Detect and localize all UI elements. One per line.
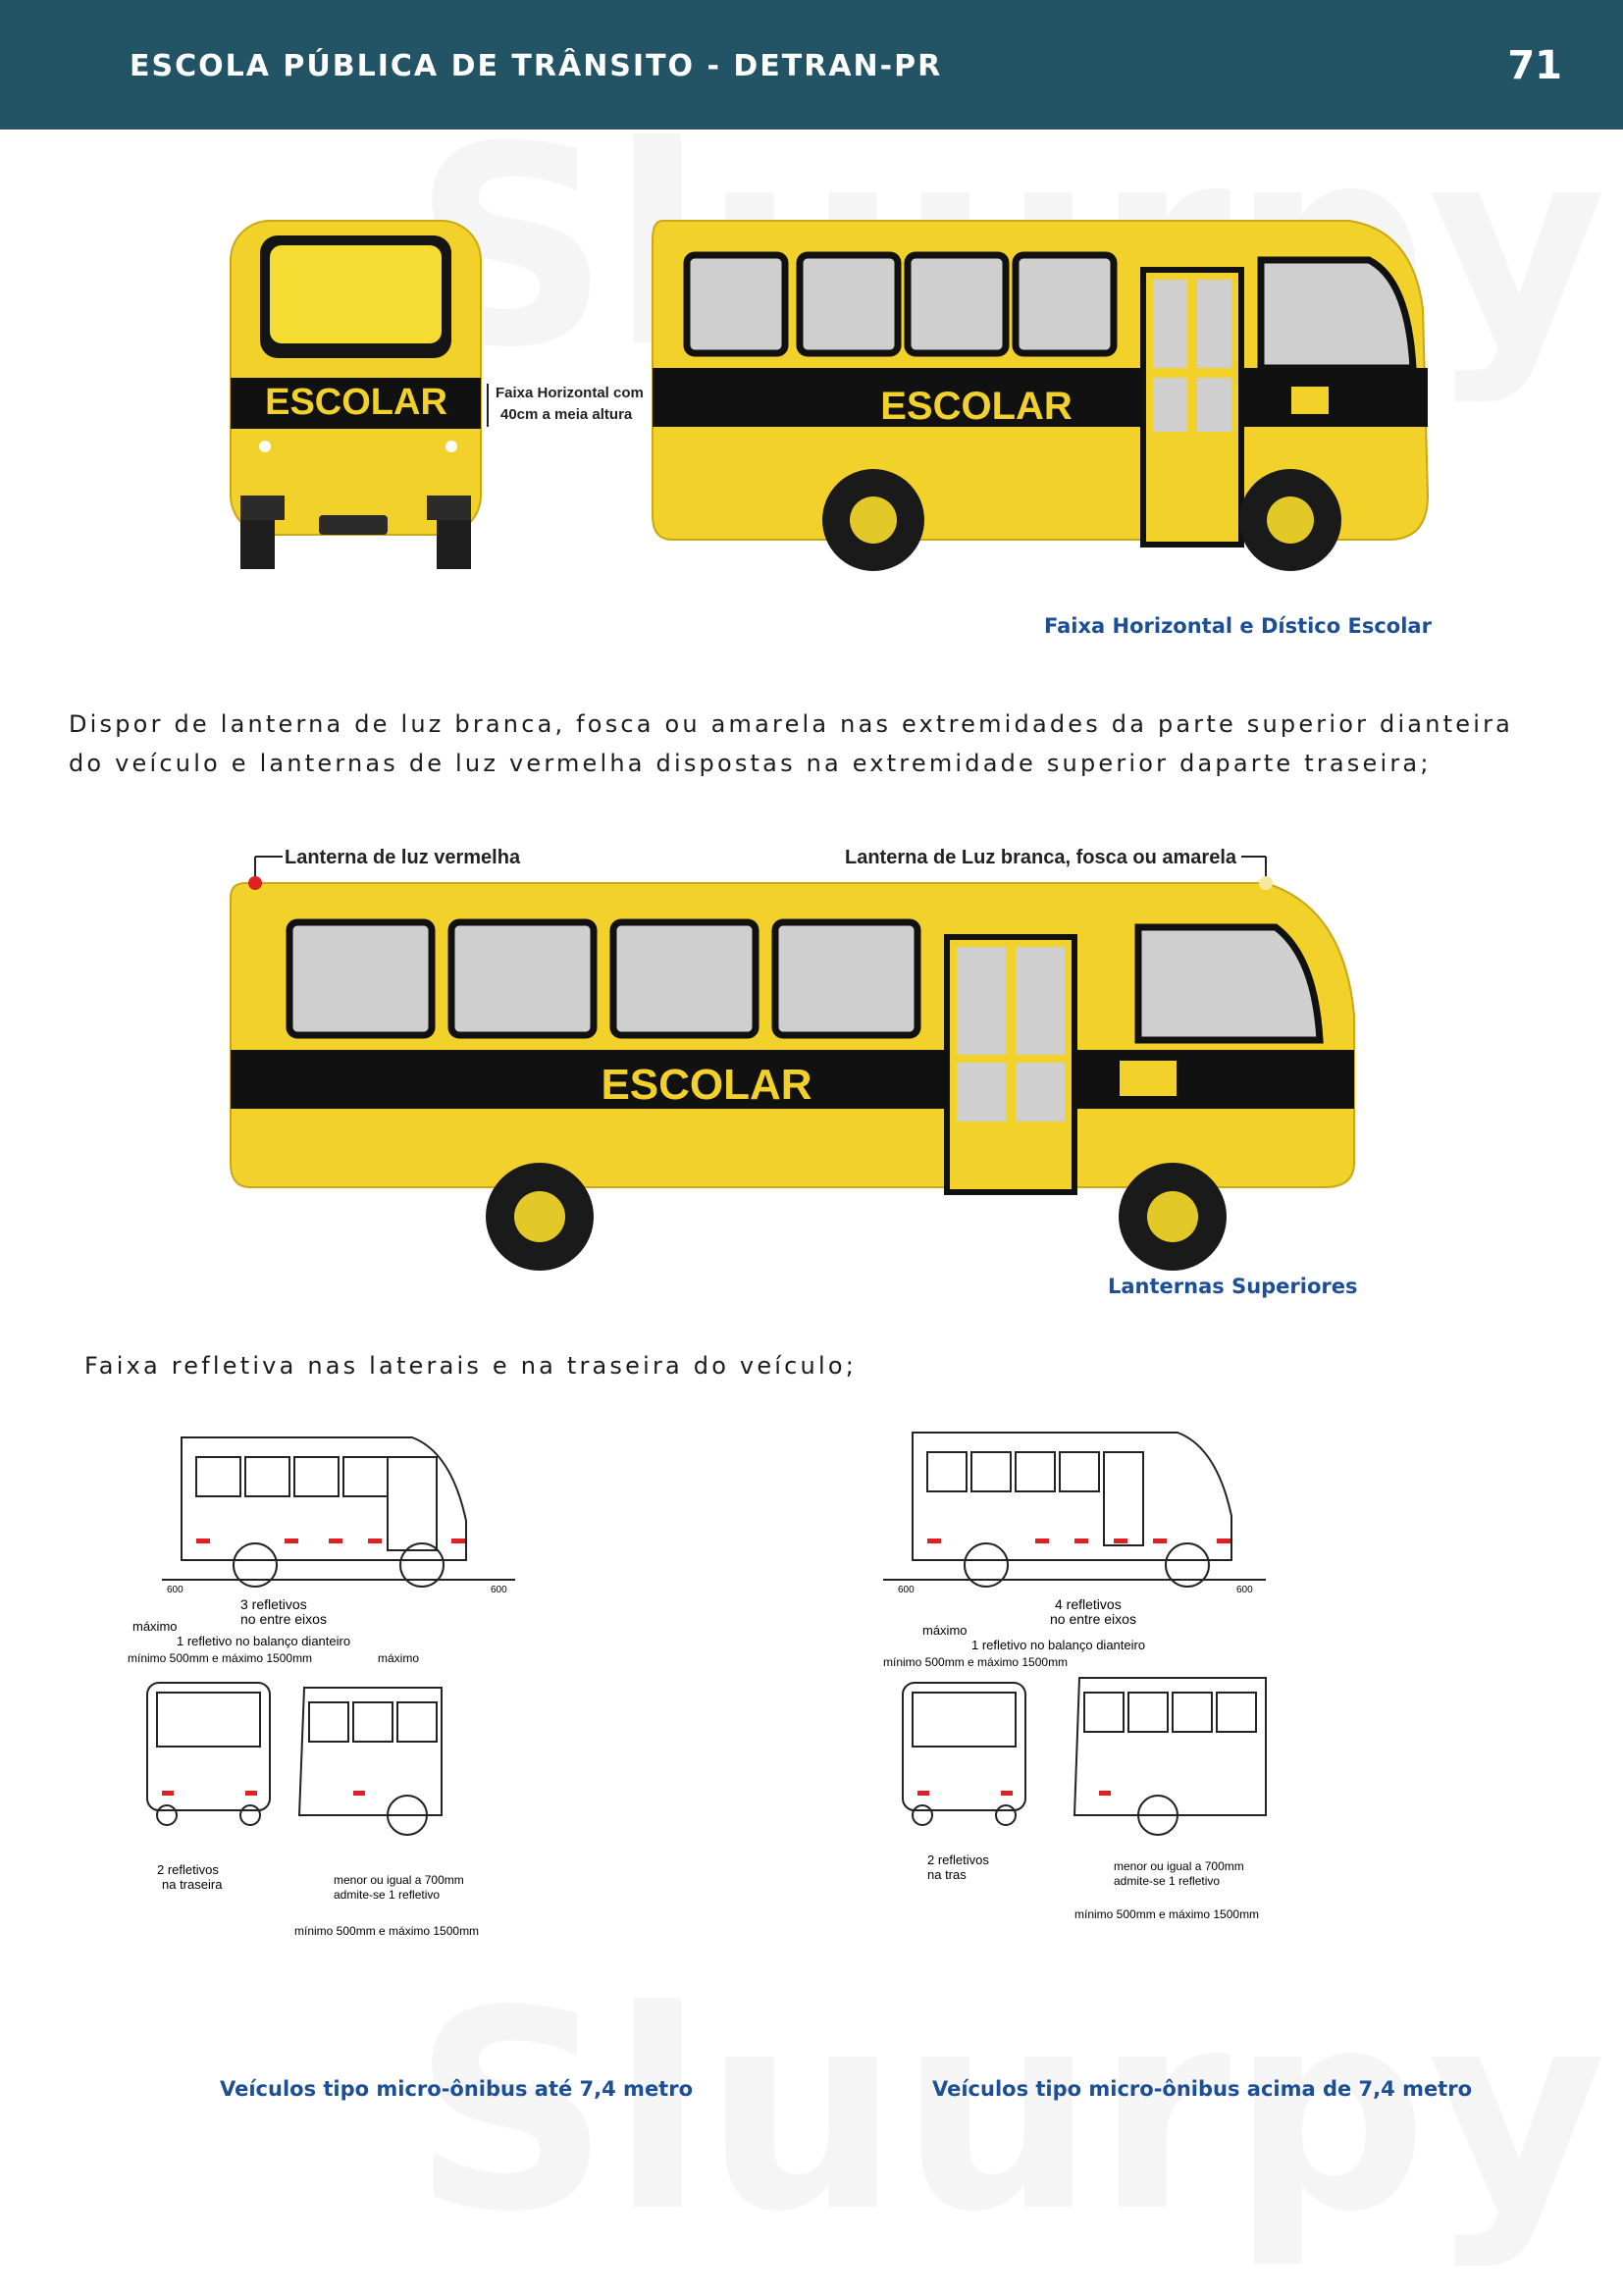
label-small-minmax: mínimo 500mm e máximo 1500mm xyxy=(294,1924,479,1938)
paragraph-upper-lamps: Dispor de lanterna de luz branca, fosca … xyxy=(69,710,1514,777)
page-number: 71 xyxy=(1507,43,1562,88)
label-maximo-2: máximo xyxy=(378,1651,419,1665)
label-rear-2: na traseira xyxy=(162,1877,223,1892)
figure-horizontal-stripe: ESCOLAR Faixa Horizontal com 40cm a meia… xyxy=(230,220,1430,571)
dim-left: 600 xyxy=(898,1585,915,1595)
label-rear-1: 2 refletivos xyxy=(157,1862,219,1877)
bus-lamps-label: ESCOLAR xyxy=(601,1061,812,1109)
label-small-1: menor ou igual a 700mm xyxy=(1114,1859,1244,1873)
dim-right: 600 xyxy=(1236,1585,1253,1595)
label-minmax-1: mínimo 500mm e máximo 1500mm xyxy=(883,1655,1068,1669)
bus-rear-label: ESCOLAR xyxy=(265,382,447,423)
annotation-line-2: 40cm a meia altura xyxy=(500,406,633,423)
label-entre-eixos-1: no entre eixos xyxy=(1050,1611,1136,1627)
figure1-caption: Faixa Horizontal e Dístico Escolar xyxy=(1044,614,1432,638)
figure3-left-caption: Veículos tipo micro-ônibus até 7,4 metro xyxy=(220,2077,694,2101)
figure2-caption: Lanternas Superiores xyxy=(1108,1275,1358,1298)
bus-side-view: ESCOLAR xyxy=(652,220,1430,571)
label-maximo-1: máximo xyxy=(132,1619,178,1634)
lamp-label-white: Lanterna de Luz branca, fosca ou amarela xyxy=(845,847,1237,868)
figure-micro-bus-above-7-4m: 600 600 4 refletivos no entre eixos máxi… xyxy=(883,1432,1267,1921)
label-front-1: 1 refletivo no balanço dianteiro xyxy=(177,1634,350,1648)
lamp-label-red: Lanterna de luz vermelha xyxy=(285,847,521,868)
figure3-right-caption: Veículos tipo micro-ônibus acima de 7,4 … xyxy=(932,2077,1473,2101)
label-small-1: menor ou igual a 700mm xyxy=(334,1873,464,1887)
annotation-line-1: Faixa Horizontal com xyxy=(496,385,644,401)
label-small-2: admite-se 1 refletivo xyxy=(334,1888,440,1902)
stripe-annotation: Faixa Horizontal com 40cm a meia altura xyxy=(487,384,644,427)
label-refletivos-1: 3 refletivos xyxy=(240,1596,307,1612)
paragraph-reflective: Faixa refletiva nas laterais e na trasei… xyxy=(84,1352,857,1380)
bus-rear-view: ESCOLAR xyxy=(230,220,482,569)
dim-left: 600 xyxy=(167,1585,183,1595)
page-header: ESCOLA PÚBLICA DE TRÂNSITO - DETRAN-PR 7… xyxy=(0,0,1623,130)
label-refletivos-1: 4 refletivos xyxy=(1055,1596,1122,1612)
label-rear-2: na tras xyxy=(927,1867,967,1882)
label-minmax-1: mínimo 500mm e máximo 1500mm xyxy=(128,1651,312,1665)
figure-upper-lamps: Lanterna de luz vermelha Lanterna de Luz… xyxy=(230,847,1355,1271)
label-rear-1: 2 refletivos xyxy=(927,1852,989,1867)
label-entre-eixos-1: no entre eixos xyxy=(240,1611,327,1627)
bus-side-label: ESCOLAR xyxy=(880,385,1073,428)
label-front-1: 1 refletivo no balanço dianteiro xyxy=(971,1638,1145,1652)
label-maximo-1: máximo xyxy=(922,1623,968,1638)
figure-micro-bus-up-to-7-4m: 600 600 3 refletivos no entre eixos máxi… xyxy=(128,1436,515,1938)
label-small-2: admite-se 1 refletivo xyxy=(1114,1874,1220,1888)
label-small-minmax: mínimo 500mm e máximo 1500mm xyxy=(1074,1907,1259,1921)
header-title: ESCOLA PÚBLICA DE TRÂNSITO - DETRAN-PR xyxy=(130,49,943,83)
dim-right: 600 xyxy=(491,1585,507,1595)
